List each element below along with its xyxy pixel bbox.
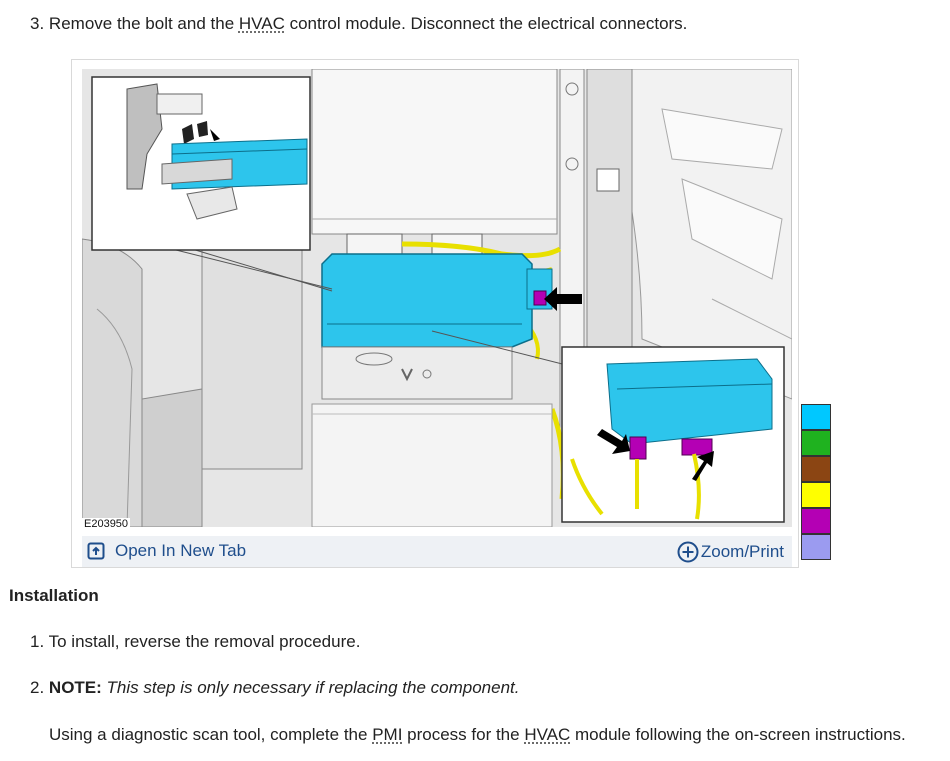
legend-swatch-2 (801, 430, 831, 456)
installation-step-1: 1. To install, reverse the removal proce… (30, 631, 360, 653)
external-link-icon (87, 542, 105, 560)
plus-circle-icon (677, 541, 699, 563)
legend-swatch-3 (801, 456, 831, 482)
hvac-abbreviation[interactable]: HVAC (238, 14, 285, 33)
step-text-cont: control module. Disconnect the electrica… (284, 14, 688, 33)
step-text: Remove the bolt and the (48, 14, 239, 33)
detail-text-cont: process for the (402, 725, 525, 744)
pmi-abbreviation[interactable]: PMI (372, 725, 403, 744)
legend-swatch-4 (801, 482, 831, 508)
note-text: This step is only necessary if replacing… (101, 678, 520, 697)
step-number: 2. (30, 678, 45, 697)
legend-swatch-1 (801, 404, 831, 430)
detail-text: Using a diagnostic scan tool, complete t… (49, 725, 373, 744)
installation-step-2-detail: Using a diagnostic scan tool, complete t… (49, 724, 906, 746)
color-legend (801, 404, 831, 560)
legend-swatch-5 (801, 508, 831, 534)
installation-step-2: 2. NOTE: This step is only necessary if … (30, 677, 519, 699)
legend-swatch-6 (801, 534, 831, 560)
step-number: 3. (30, 14, 45, 33)
hvac-abbreviation[interactable]: HVAC (524, 725, 571, 744)
zoom-print-link[interactable]: Zoom/Print (677, 541, 784, 563)
figure-id: E203950 (82, 518, 131, 530)
step-number: 1. (30, 632, 45, 651)
step-text: To install, reverse the removal procedur… (48, 632, 361, 651)
open-in-new-tab-label: Open In New Tab (115, 541, 247, 560)
zoom-print-label: Zoom/Print (700, 542, 784, 561)
open-in-new-tab-link[interactable]: Open In New Tab (87, 541, 246, 561)
figure-toolbar: Open In New Tab Zoom/Print (82, 536, 792, 567)
detail-text-end: module following the on-screen instructi… (570, 725, 906, 744)
figure-container: E203950 Open In New Tab Zoom/Print (71, 59, 799, 568)
installation-heading: Installation (9, 586, 99, 605)
removal-step-3: 3. Remove the bolt and the HVAC control … (30, 13, 687, 35)
hvac-module-illustration (82, 69, 792, 527)
note-label: NOTE: (48, 678, 102, 697)
